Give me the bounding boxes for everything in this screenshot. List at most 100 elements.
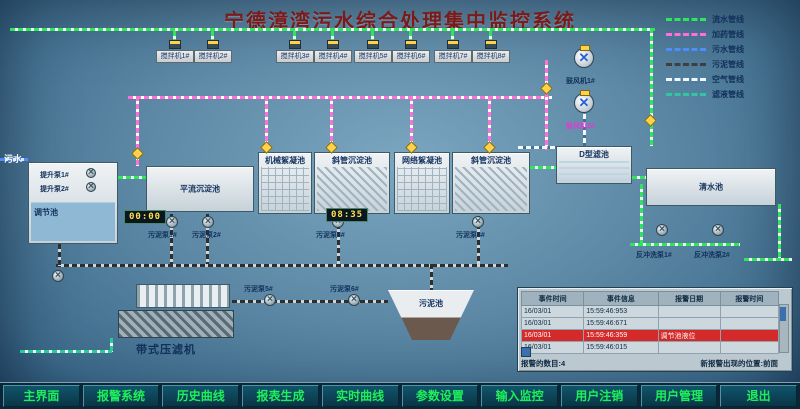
sludge-pump-6-label: 污泥泵6# [330, 286, 359, 293]
alarm-cell [719, 329, 780, 342]
mixer-unit-5[interactable]: 搅拌机5# [354, 40, 392, 63]
menu-report-button[interactable]: 报表生成 [242, 385, 319, 407]
alarm-panel: 事件时间 事件信息 报警日期 报警时间 16/03/01 15:59:46:95… [517, 287, 793, 372]
pipe-filtrate-drop [110, 338, 113, 352]
alarm-row[interactable]: 16/03/01 15:59:46:671 [520, 317, 780, 330]
tank-label: 斜管沉淀池 [332, 156, 372, 165]
legend-item: 加药管线 [666, 27, 792, 42]
valve-icon[interactable] [540, 82, 553, 95]
menu-main-button[interactable]: 主界面 [3, 385, 80, 407]
lift-pump-1-icon[interactable] [86, 168, 96, 178]
mixer-unit-8[interactable]: 搅拌机8# [472, 40, 510, 63]
pipe-flow-right-drop [650, 28, 653, 146]
pipe-flow-to-dfilter [530, 166, 556, 169]
mixer-label: 搅拌机5# [354, 50, 392, 63]
belt-press-label: 带式压滤机 [136, 344, 196, 356]
pipe-flow-reg-to-sed [118, 176, 146, 179]
tank-grid-flocculation: 网络絮凝池 [394, 152, 450, 214]
motor-icon [289, 40, 301, 49]
transfer-pump-icon[interactable] [52, 270, 64, 282]
menu-user-logout-button[interactable]: 用户注销 [560, 385, 638, 407]
tank-sludge: 污泥池 [388, 290, 474, 340]
alarm-col-header: 事件信息 [583, 291, 659, 306]
mixer-unit-1[interactable]: 搅拌机1# [156, 40, 194, 63]
alarm-row[interactable]: 16/03/01 15:59:46:953 [520, 305, 780, 318]
motor-icon [327, 40, 339, 49]
pipe-flow-mixer-drop [293, 31, 296, 41]
sludge-pump-4-label: 污泥泵4# [456, 232, 485, 239]
alarm-cell [657, 341, 721, 354]
legend-line-flow [666, 18, 706, 21]
menu-user-management-button[interactable]: 用户管理 [640, 385, 718, 407]
pipe-backwash-riser [640, 184, 643, 243]
blower-1-icon[interactable] [574, 45, 594, 68]
pipe-dosing-drop [136, 96, 139, 166]
pipe-filtrate-main [20, 350, 112, 353]
sludge-pump-6-icon[interactable] [348, 294, 360, 306]
belt-press-rollers [136, 284, 230, 308]
valve-icon[interactable] [644, 114, 657, 127]
pipe-sludge-drop [170, 214, 173, 264]
menu-exit-button[interactable]: 退出 [720, 385, 798, 407]
alarm-cell [719, 317, 780, 330]
mixer-unit-4[interactable]: 搅拌机4# [314, 40, 352, 63]
alarm-row-active[interactable]: 16/03/01 15:59:46:359 调节池液位 [520, 329, 780, 342]
alarm-cell: 15:59:46:015 [583, 341, 659, 354]
pipe-flow-mixer-drop [451, 31, 454, 41]
alarm-cell [719, 341, 780, 354]
legend-line-sludge [666, 63, 706, 66]
menu-realtime-curve-button[interactable]: 实时曲线 [321, 385, 399, 407]
legend-label: 污水管线 [712, 45, 744, 54]
blower-1-label: 鼓风机1# [566, 78, 595, 85]
mixer-unit-2[interactable]: 搅拌机2# [194, 40, 232, 63]
menu-input-monitor-button[interactable]: 输入监控 [481, 385, 558, 407]
motor-icon [485, 40, 497, 49]
sludge-pump-2-icon[interactable] [202, 216, 214, 228]
legend-label: 污泥管线 [712, 60, 744, 69]
blower-2-icon[interactable] [574, 90, 594, 113]
sludge-pump-1-label: 污泥泵1# [148, 232, 177, 239]
pipe-flow-mixer-drop [489, 31, 492, 41]
alarm-cell: 16/03/01 [520, 341, 585, 354]
pipe-sludge-to-press [232, 300, 388, 303]
mixer-label: 搅拌机2# [194, 50, 232, 63]
mixer-unit-3[interactable]: 搅拌机3# [276, 40, 314, 63]
alarm-table: 事件时间 事件信息 报警日期 报警时间 16/03/01 15:59:46:95… [520, 291, 780, 354]
alarm-row[interactable]: 16/03/01 15:59:46:015 [520, 341, 780, 354]
menu-param-settings-button[interactable]: 参数设置 [401, 385, 479, 407]
lift-pump-2-icon[interactable] [86, 182, 96, 192]
legend-line-filtrate [666, 93, 706, 96]
backwash-pump-1-icon[interactable] [656, 224, 668, 236]
tank-inclined-sedimentation-1: 斜管沉淀池 [314, 152, 390, 214]
mixer-label: 搅拌机7# [434, 50, 472, 63]
alarm-scroll-button[interactable] [521, 347, 531, 357]
motor-icon [169, 40, 181, 49]
menu-history-curve-button[interactable]: 历史曲线 [162, 385, 240, 407]
alarm-position: 新报警出现的位置:前面 [700, 359, 779, 368]
tank-d-filter: D型滤池 [556, 146, 632, 184]
pipe-sludge-drop [337, 216, 340, 264]
alarm-scrollbar[interactable] [779, 304, 789, 353]
backwash-pump-2-icon[interactable] [712, 224, 724, 236]
pipe-flow-mixer-drop [331, 31, 334, 41]
legend-line-air [666, 78, 706, 81]
alarm-col-header: 报警时间 [719, 291, 780, 306]
mixer-unit-7[interactable]: 搅拌机7# [434, 40, 472, 63]
sludge-pump-4-icon[interactable] [472, 216, 484, 228]
pipe-sludge-main [56, 264, 508, 267]
pipe-backwash-main [630, 243, 740, 246]
sludge-pump-1-icon[interactable] [166, 216, 178, 228]
mixer-unit-6[interactable]: 搅拌机6# [392, 40, 430, 63]
pipe-flow-mixer-drop [211, 31, 214, 41]
alarm-cell: 15:59:46:671 [583, 317, 659, 330]
menu-alarm-system-button[interactable]: 报警系统 [82, 385, 160, 407]
timer-display-1: 00:00 [124, 210, 167, 224]
pipe-dosing-drop [265, 96, 268, 152]
scrollbar-thumb[interactable] [780, 307, 786, 321]
mixer-label: 搅拌机4# [314, 50, 352, 63]
valve-icon[interactable] [131, 147, 144, 160]
sludge-pump-5-icon[interactable] [264, 294, 276, 306]
pipe-dosing-drop [330, 96, 333, 152]
tank-label: 污泥池 [419, 299, 443, 308]
lift-pump-1-label: 提升泵1# [40, 172, 69, 179]
